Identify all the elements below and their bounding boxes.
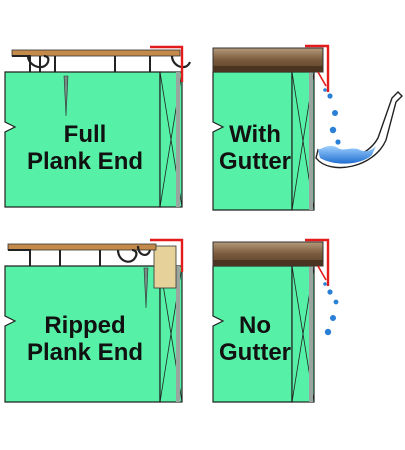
water-drop xyxy=(330,315,336,321)
panel-label-line2: Plank End xyxy=(27,148,143,175)
deck-plank xyxy=(7,243,157,251)
roof-beam-shadow xyxy=(213,260,323,266)
water-drop xyxy=(324,328,332,336)
panel-label-line1: Full xyxy=(64,121,107,148)
panel-with-gutter: With Gutter xyxy=(212,44,403,211)
fascia-trim xyxy=(150,238,184,272)
plank-profile xyxy=(8,249,101,266)
roof-beam-shadow xyxy=(213,66,323,72)
panel-label-line2: Plank End xyxy=(27,339,143,366)
plank-hook xyxy=(170,55,192,69)
water-drop xyxy=(335,139,341,145)
filler-block xyxy=(153,245,177,289)
panel-label-line2: Gutter xyxy=(219,148,291,175)
panel-label-line1: With xyxy=(229,121,281,148)
screw xyxy=(63,75,69,117)
water-drops xyxy=(323,282,339,336)
post-shadow xyxy=(309,72,313,210)
panel-label-line1: No xyxy=(239,312,271,339)
panel-ripped-plank-end: Ripped Plank End xyxy=(4,238,184,403)
drip-edge xyxy=(317,71,327,87)
fascia-trim xyxy=(305,238,330,286)
fascia-trim xyxy=(150,45,184,82)
water-drop xyxy=(323,88,327,92)
panel-label-line2: Gutter xyxy=(219,339,291,366)
drip-edge xyxy=(317,265,327,281)
panel-no-gutter: No Gutter xyxy=(212,238,339,403)
deck-plank xyxy=(11,49,181,57)
water-drops xyxy=(323,88,341,145)
plank-hook xyxy=(116,248,138,263)
water-drop xyxy=(333,299,339,305)
water-drop xyxy=(329,126,337,134)
water-drop xyxy=(327,289,333,295)
screw xyxy=(143,267,149,309)
gutter-water xyxy=(318,145,376,164)
plank-profile xyxy=(12,55,151,72)
plank-hook xyxy=(26,54,50,69)
panel-full-plank-end: Full Plank End xyxy=(4,45,192,208)
post-shadow xyxy=(309,266,313,402)
post-shadow xyxy=(176,266,180,402)
water-drop xyxy=(323,282,327,286)
water-drop xyxy=(327,93,333,99)
plank-hook xyxy=(136,245,152,256)
panel-label-line1: Ripped xyxy=(44,312,125,339)
fascia-trim xyxy=(305,44,330,92)
water-drop xyxy=(332,110,338,116)
post-shadow xyxy=(176,72,180,207)
